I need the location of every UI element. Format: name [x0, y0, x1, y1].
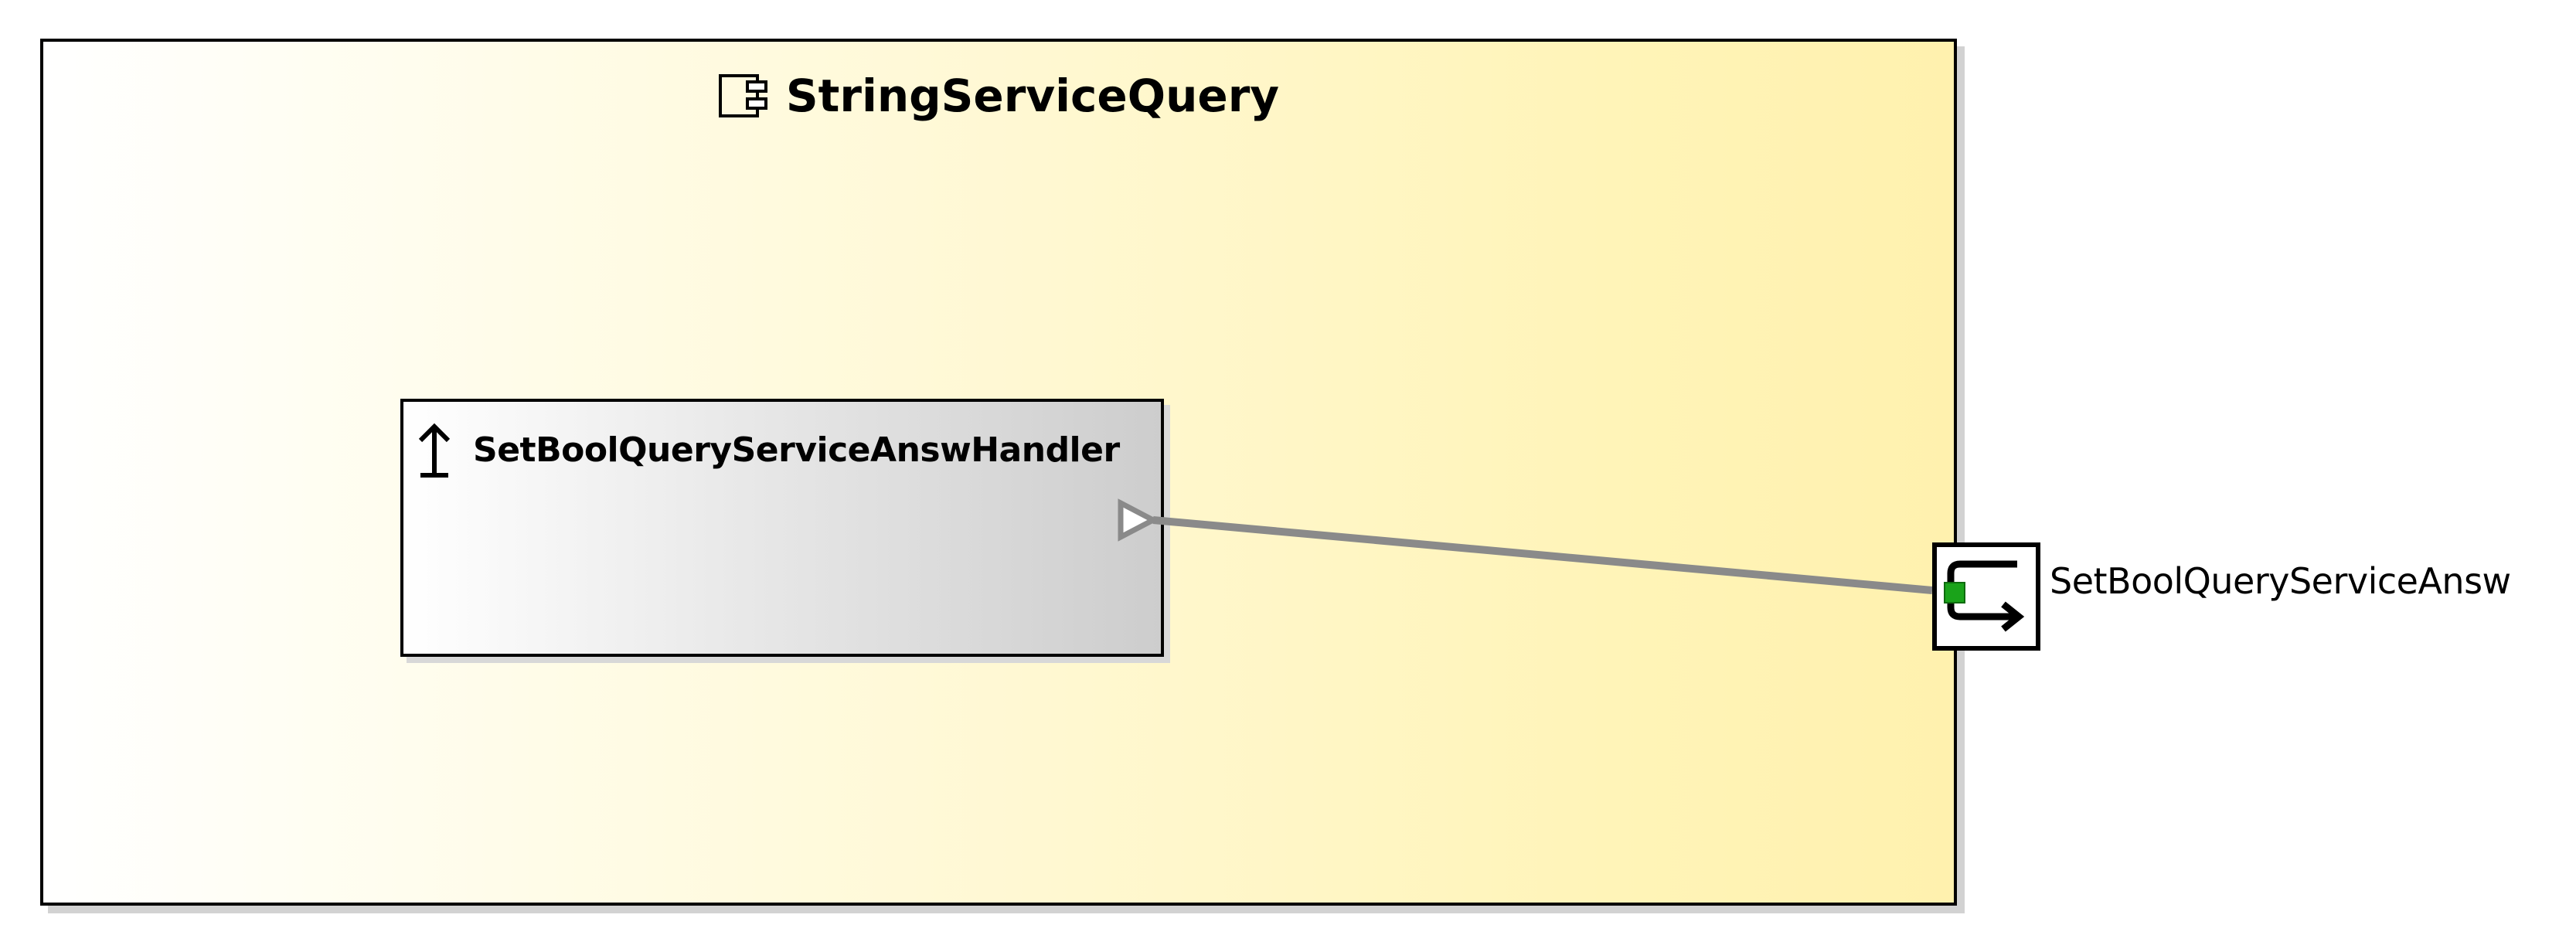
handler-header: SetBoolQueryServiceAnswHandler	[416, 420, 1120, 479]
handler-name: SetBoolQueryServiceAnswHandler	[473, 430, 1120, 470]
handler-box[interactable]: SetBoolQueryServiceAnswHandler	[400, 399, 1164, 657]
component-box[interactable]: StringServiceQuery SetBoolQueryServiceAn…	[40, 39, 1957, 906]
component-header: StringServiceQuery	[43, 65, 1954, 127]
service-port-icon	[1944, 560, 2025, 632]
service-port[interactable]	[1932, 542, 2040, 651]
component-name: StringServiceQuery	[785, 70, 1280, 122]
provided-interface-arrow-icon	[418, 423, 451, 478]
component-icon	[718, 74, 767, 117]
port-label: SetBoolQueryServiceAnsw	[2050, 560, 2511, 602]
